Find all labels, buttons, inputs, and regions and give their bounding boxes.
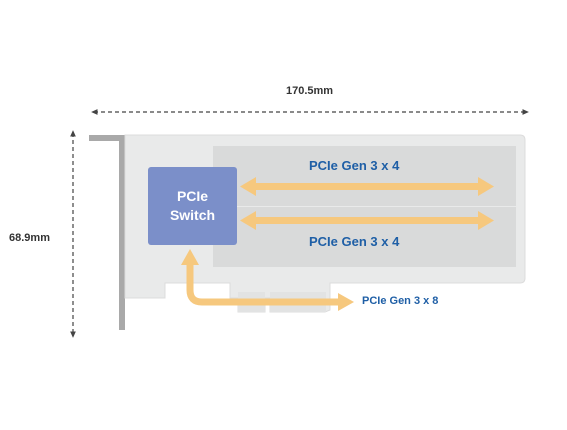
host-link-label: PCIe Gen 3 x 8	[362, 295, 439, 307]
top-link-arrow	[240, 177, 494, 196]
height-label: 68.9mm	[9, 232, 50, 244]
length-label: 170.5mm	[286, 85, 334, 97]
top-slot-link-label: PCIe Gen 3 x 4	[309, 158, 400, 173]
switch-label-line2: Switch	[169, 207, 216, 223]
bottom-link-arrow	[240, 211, 494, 230]
m2-slot-top	[213, 146, 516, 206]
mounting-bracket	[119, 135, 125, 330]
pcie-switch-chip	[148, 167, 237, 245]
switch-label: PCIe Switch	[148, 167, 237, 245]
bottom-slot-link-label: PCIe Gen 3 x 4	[309, 234, 400, 249]
host-link-arrow	[181, 249, 354, 311]
switch-label-line1: PCIe	[176, 188, 209, 204]
mounting-bracket-top	[89, 135, 126, 141]
